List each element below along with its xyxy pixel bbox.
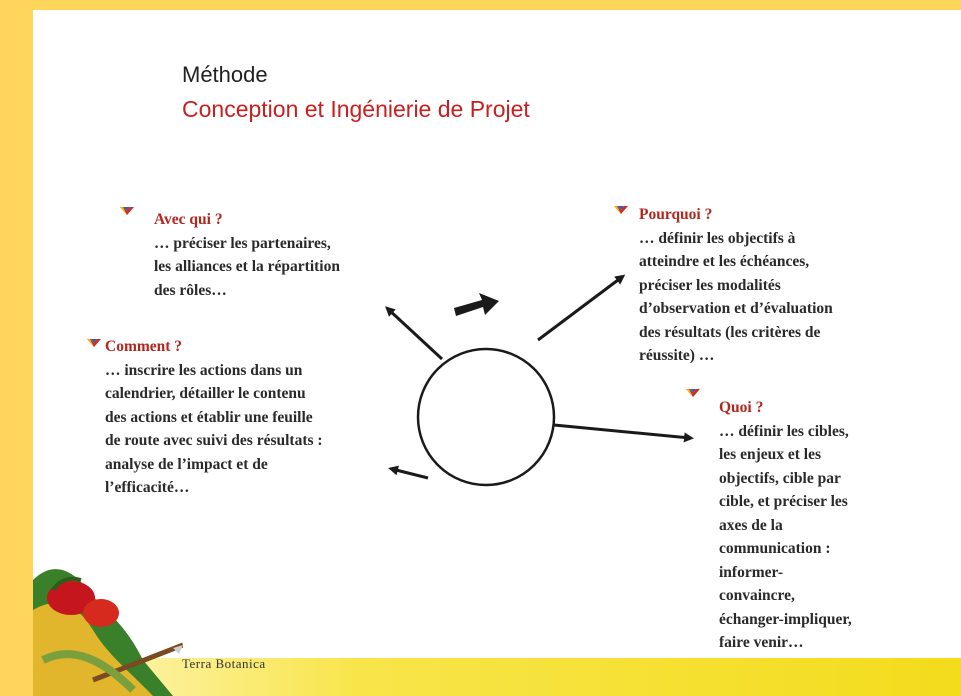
body-quoi: … définir les cibles, les enjeux et les … — [719, 422, 852, 652]
body-avec-qui: … préciser les partenaires, les alliance… — [154, 234, 340, 299]
section-quoi: Quoi ? … définir les cibles, les enjeux … — [719, 396, 852, 655]
checkmark-bullet-icon — [686, 389, 700, 397]
center-circle — [416, 347, 556, 487]
body-comment: … inscrire les actions dans un calendrie… — [105, 361, 323, 497]
footer-band — [33, 658, 961, 696]
body-pourquoi: … définir les objectifs à atteindre et l… — [639, 229, 833, 365]
arrow-quoi — [553, 423, 694, 443]
slide-title: Méthode — [182, 62, 268, 87]
slide: Méthode Conception et Ingénierie de Proj… — [33, 10, 961, 696]
arrow-pourquoi — [537, 274, 626, 342]
slide-subtitle: Conception et Ingénierie de Projet — [182, 96, 530, 122]
block-arrow-icon — [454, 293, 499, 316]
section-pourquoi: Pourquoi ? … définir les objectifs à att… — [639, 203, 833, 368]
method-diagram — [385, 274, 694, 487]
brand-logo: Terra Botanica — [182, 656, 266, 671]
decorative-painting-image — [33, 569, 183, 696]
checkmark-bullet-icon — [614, 206, 628, 214]
heading-comment: Comment ? — [105, 338, 183, 355]
heading-pourquoi: Pourquoi ? — [639, 206, 713, 223]
heading-quoi: Quoi ? — [719, 399, 764, 416]
checkmark-bullet-icon — [87, 339, 101, 347]
checkmark-bullet-icon — [120, 207, 134, 215]
section-comment: Comment ? … inscrire les actions dans un… — [105, 335, 323, 500]
arrow-avec-qui — [385, 306, 444, 361]
section-avec-qui: Avec qui ? … préciser les partenaires, l… — [154, 208, 340, 302]
heading-avec-qui: Avec qui ? — [154, 211, 223, 228]
arrow-comment — [388, 465, 429, 480]
